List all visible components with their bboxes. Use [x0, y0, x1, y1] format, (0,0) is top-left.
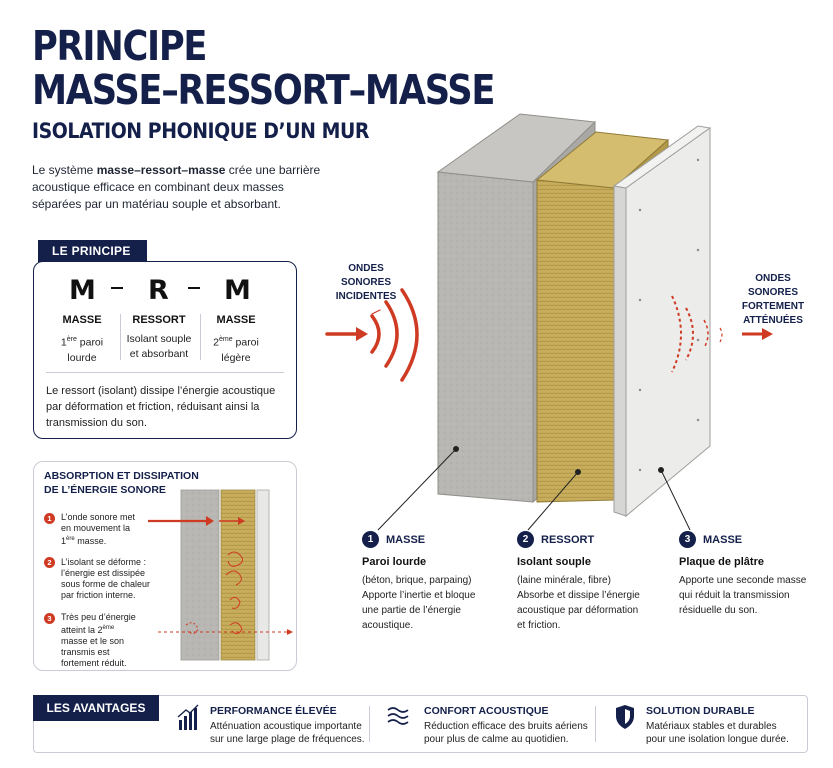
shield-icon [616, 705, 634, 729]
advantages-box [33, 695, 808, 753]
letter-m1: M [69, 275, 96, 306]
waves-icon [387, 707, 409, 725]
layer-desc-1: (béton, brique, parpaing)Apporte l’inert… [362, 575, 476, 631]
dash [111, 287, 123, 289]
mini-plaster-layer [256, 489, 270, 661]
absorption-title: ABSORPTION ET DISSIPATION DE L’ÉNERGIE S… [44, 470, 199, 496]
intro-paragraph: Le système masse–ressort–masse crée une … [32, 163, 321, 211]
layer-badge-3: 3 [679, 531, 696, 548]
principe-tab: LE PRINCIPE [38, 240, 147, 262]
advantages-tab: LES AVANTAGES [33, 695, 159, 721]
layer-name-2: RESSORT [541, 534, 595, 546]
step-text-3: Très peu d’énergie atteint la 2ème masse… [61, 612, 136, 668]
wool-face [536, 179, 615, 503]
layer-sub-2: Isolant souple [517, 556, 591, 568]
advantage-title-2: CONFORT ACOUSTIQUE [424, 705, 549, 717]
title-line-2: MASSE–RESSORT–MASSE [32, 66, 495, 114]
col-title-ressort: RESSORT [132, 314, 186, 326]
advantage-title-1: PERFORMANCE ÉLEVÉE [210, 705, 337, 717]
mini-wall-section [148, 489, 293, 661]
divider [595, 706, 596, 742]
attenuated-waves [671, 295, 723, 373]
layer-desc-2: (laine minérale, fibre)Absorbe et dissip… [517, 575, 640, 631]
letter-m2: M [224, 275, 251, 306]
letter-r: R [148, 275, 169, 306]
wall-3d-illustration [436, 113, 712, 518]
dash [188, 287, 200, 289]
principe-box [33, 261, 297, 439]
divider [369, 706, 370, 742]
step-text-1: L’onde sonore met en mouvement la 1ère m… [61, 512, 136, 546]
leader-lines [377, 446, 691, 531]
col-title-masse-1: MASSE [62, 314, 102, 326]
step-number-3: 3 [44, 613, 55, 624]
layer-name-3: MASSE [703, 534, 743, 546]
subtitle: ISOLATION PHONIQUE D’UN MUR [32, 119, 369, 143]
divider [120, 314, 121, 360]
layer-badge-1: 1 [362, 531, 379, 548]
plaster-edge [613, 185, 627, 517]
layer-sub-3: Plaque de plâtre [679, 556, 764, 568]
plaster-face [625, 127, 711, 518]
bar-chart-icon [177, 704, 199, 730]
layer-name-1: MASSE [386, 534, 426, 546]
title-line-1: PRINCIPE [32, 22, 208, 70]
step-number-1: 1 [44, 513, 55, 524]
principe-note: Le ressort (isolant) dissipe l’énergie a… [46, 385, 276, 429]
layer-badge-2: 2 [517, 531, 534, 548]
mini-concrete-layer [180, 489, 220, 661]
divider [46, 372, 284, 373]
divider [200, 314, 201, 360]
layer-sub-1: Paroi lourde [362, 556, 427, 568]
incident-waves [325, 288, 419, 382]
step-text-2: L’isolant se déforme : l’énergie est dis… [61, 557, 151, 600]
advantage-title-3: SOLUTION DURABLE [646, 705, 755, 717]
col-title-masse-2: MASSE [216, 314, 256, 326]
step-number-2: 2 [44, 557, 55, 568]
